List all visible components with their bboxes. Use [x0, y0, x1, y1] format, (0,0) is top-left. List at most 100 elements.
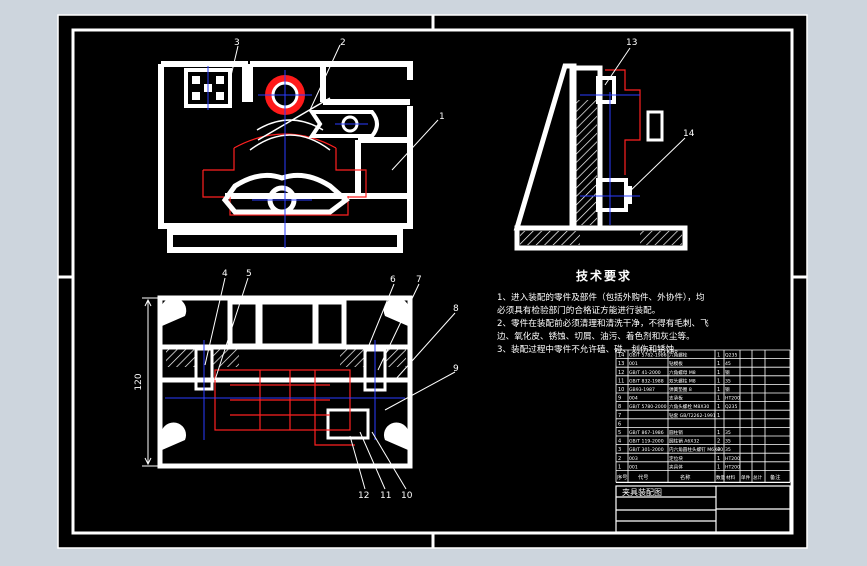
technical-requirements: 技术要求 1、进入装配的零件及部件（包括外购件、外协件），均 必须具有检验部门的…: [497, 268, 709, 355]
bom-cell-no: 1: [618, 464, 621, 470]
bom-header-name: 名称: [680, 473, 690, 481]
bom-cell-code: GB/T 301-2000: [629, 447, 664, 453]
bom-cell-qty: 4: [717, 447, 720, 453]
tech-line-3: 2、零件在装配前必须清理和清洗干净，不得有毛刺、飞: [497, 317, 709, 329]
bom-cell-name: 钻模板: [669, 360, 683, 367]
balloon-11: 11: [380, 491, 391, 501]
bom-cell-no: 14: [618, 353, 624, 359]
bom-cell-name: 圆柱销: [669, 429, 683, 436]
bom-cell-code: 003: [629, 456, 638, 462]
balloon-10: 10: [401, 491, 413, 501]
bom-header-unit: 单件: [741, 474, 751, 481]
bom-cell-name: 弹簧垫圈 8: [669, 386, 692, 393]
bom-header-qty: 数量: [716, 474, 726, 481]
bom-cell-material: Q235: [725, 404, 737, 410]
balloon-13: 13: [626, 38, 637, 48]
bom-cell-qty: 1: [717, 387, 720, 393]
bom-cell-material: HT200: [725, 396, 740, 402]
bom-header-note: 备注: [770, 473, 780, 481]
bom-cell-no: 13: [618, 361, 624, 367]
bom-cell-qty: 2: [717, 439, 720, 445]
bom-cell-material: Q235: [725, 353, 737, 359]
drawing-name: 夹具装配图: [622, 487, 662, 497]
bom-cell-name: 六角螺栓: [669, 352, 688, 359]
tech-line-1: 1、进入装配的零件及部件（包括外购件、外协件），均: [497, 291, 704, 303]
bom-header-no: 序号: [617, 473, 627, 481]
balloon-12: 12: [358, 491, 369, 501]
bom-cell-material: HT200: [725, 464, 740, 470]
bom-cell-no: 5: [618, 430, 621, 436]
bom-cell-name: 六角头螺栓 M8X30: [669, 403, 709, 410]
leader-lines: [204, 44, 686, 490]
bom-cell-name: 支承板: [669, 395, 683, 402]
bom-cell-material: 钢: [725, 369, 730, 376]
front-view: [158, 61, 413, 253]
bom-cell-name: 双头螺柱 M8: [669, 377, 696, 384]
bom-cell-material: 45: [725, 361, 731, 367]
bom-cell-material: 35: [725, 378, 731, 384]
bom-cell-qty: 1: [717, 353, 720, 359]
bom-cell-qty: 1: [717, 378, 720, 384]
bom-cell-code: GB/T 41-2000: [629, 370, 661, 376]
bom-cell-name: 圆柱销 A6X32: [669, 438, 699, 445]
bom-cell-no: 6: [618, 421, 621, 427]
bom-cell-no: 11: [618, 378, 624, 384]
bom-cell-name: 夹具体: [669, 463, 683, 470]
balloon-5: 5: [246, 269, 252, 279]
bom-cell-code: 004: [629, 396, 638, 402]
bom-cell-code: GB/T 119-2000: [629, 439, 664, 445]
center-marks: [58, 15, 807, 548]
bom-cell-material: HT200: [725, 456, 740, 462]
bom-cell-code: GB/T 5780-2000: [629, 404, 667, 410]
bom-cell-qty: 1: [717, 456, 720, 462]
bom-cell-code: GB93-1987: [629, 387, 655, 393]
bom-cell-no: 2: [618, 456, 621, 462]
sheet-background: [58, 15, 807, 548]
bom-cell-no: 12: [618, 370, 624, 376]
bom-header-material: 材料: [726, 474, 736, 481]
bom-cell-qty: 1: [717, 430, 720, 436]
bom-cell-code: GB/T 832-1988: [629, 378, 664, 384]
tech-line-4: 边、氧化皮、锈蚀、切屑、油污、着色剂和灰尘等。: [497, 330, 695, 342]
tech-line-2: 必须具有检验部门的合格证方能进行装配。: [497, 304, 660, 316]
tech-line-5: 3、装配过程中零件不允许磕、碰、划伤和锈蚀。: [497, 343, 683, 355]
bom-cell-name: 钻套 GB/T2262-1991: [669, 412, 716, 419]
title-block: [615, 485, 791, 533]
bom-cell-material: 35: [725, 447, 731, 453]
bom-cell-material: 35: [725, 430, 731, 436]
bom-cell-no: 10: [618, 387, 624, 393]
bom-cell-no: 8: [618, 404, 621, 410]
balloon-9: 9: [453, 364, 459, 374]
balloon-8: 8: [453, 304, 459, 314]
balloon-4: 4: [222, 269, 228, 279]
balloon-2: 2: [340, 38, 346, 48]
bom-cell-qty: 1: [717, 464, 720, 470]
top-view: 120: [134, 295, 413, 469]
bom-cell-no: 7: [618, 413, 621, 419]
tech-title: 技术要求: [576, 268, 632, 283]
balloon-14: 14: [683, 129, 695, 139]
bom-cell-code: GB/T 5782-1986: [629, 353, 667, 359]
bom-cell-code: 001: [629, 464, 638, 470]
balloon-3: 3: [234, 38, 240, 48]
bom-cell-code: GB/T 867-1986: [629, 430, 664, 436]
bom-cell-no: 4: [618, 439, 621, 445]
bom-cell-no: 9: [618, 396, 621, 402]
side-view: [513, 63, 688, 251]
bom-cell-name: 六角螺母 M8: [669, 369, 696, 376]
bom-cell-material: 35: [725, 439, 731, 445]
balloon-1: 1: [439, 112, 445, 122]
bom-cell-qty: 1: [717, 413, 720, 419]
bom-cell-name: 内六角圆柱头螺钉 M6X20: [669, 446, 723, 453]
balloon-labels: 1 2 3 13 14 4 5 6 7 8 9 10 11 12: [222, 38, 695, 501]
bom-cell-code: 001: [629, 361, 638, 367]
bom-header-total: 总计: [753, 474, 763, 481]
balloon-7: 7: [416, 275, 422, 285]
bom-cell-name: 定位块: [669, 455, 683, 462]
bom-cell-material: 钢: [725, 386, 730, 393]
bom-header-code: 代号: [638, 473, 648, 481]
dimension-height: 120: [134, 373, 144, 390]
